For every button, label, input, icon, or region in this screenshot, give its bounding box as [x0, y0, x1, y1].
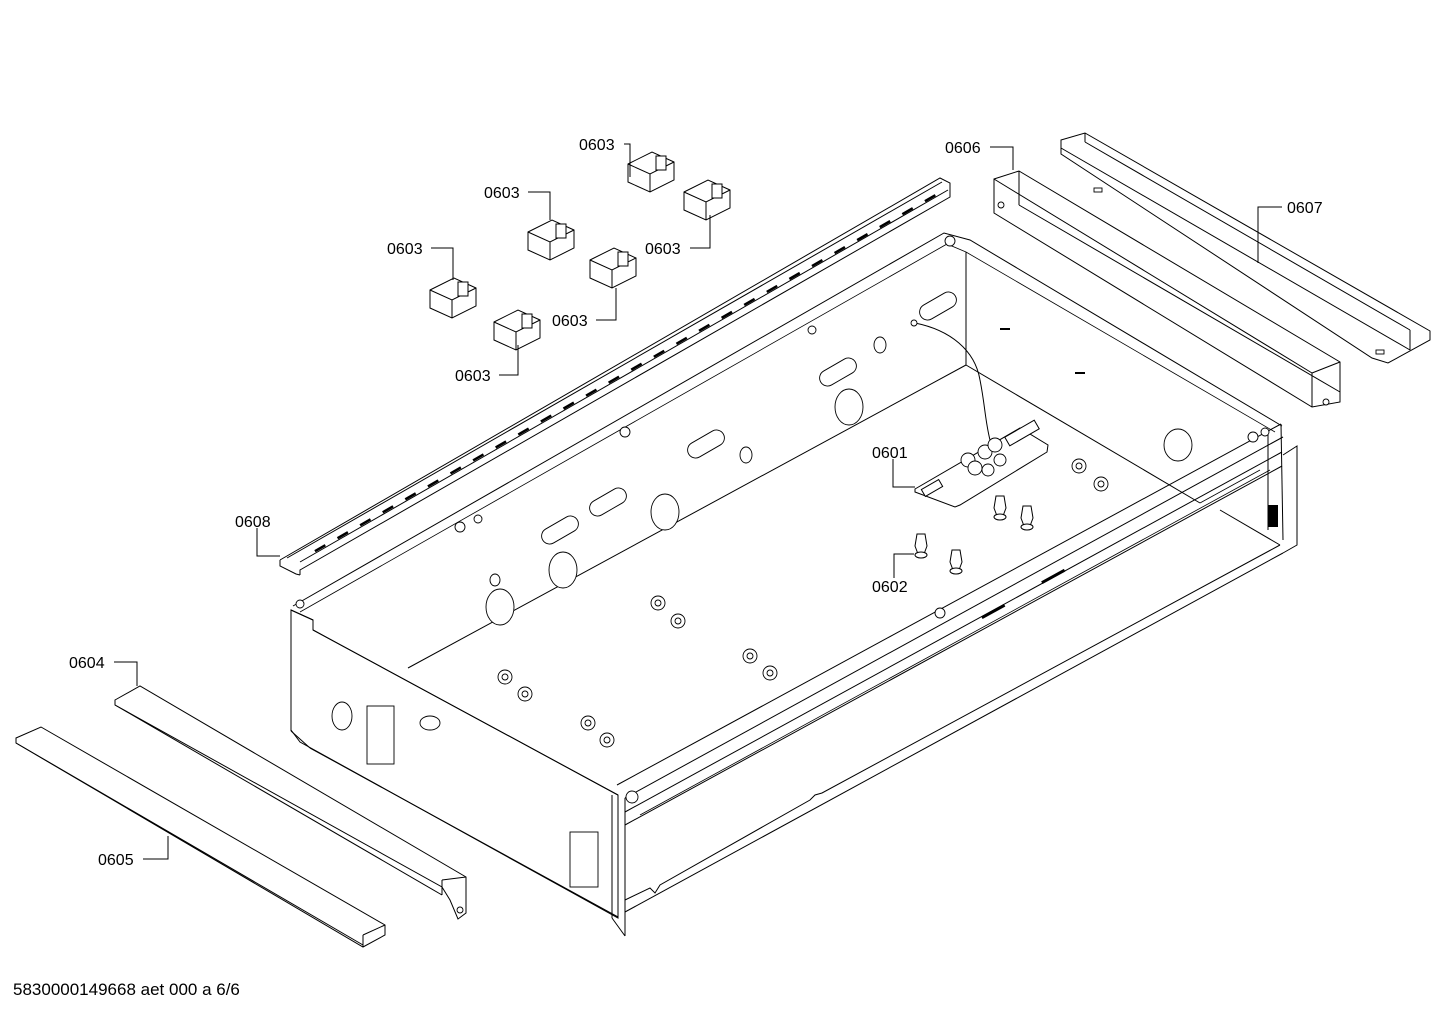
- callout-0603-b: 0603: [484, 185, 520, 202]
- callout-0605: 0605: [98, 852, 134, 869]
- callout-0602: 0602: [872, 579, 908, 596]
- callout-0603-f: 0603: [455, 368, 491, 385]
- part-0603-clips: [429, 151, 731, 351]
- document-id: 5830000149668 aet 000 a 6/6: [13, 980, 240, 999]
- part-0605-bar: [15, 726, 386, 948]
- callouts: 0603 0603 0603 0603 0603 0603 0606 0607 …: [69, 137, 1323, 869]
- part-0604-bar: [114, 685, 467, 920]
- callout-0604: 0604: [69, 655, 105, 672]
- housing-chassis: [290, 232, 1298, 937]
- callout-0608: 0608: [235, 514, 271, 531]
- callout-0603-c: 0603: [645, 241, 681, 258]
- part-0601-pcb: [910, 319, 1049, 508]
- part-0602-rivets: [914, 495, 1034, 575]
- housing-holes: [295, 235, 1278, 888]
- callout-0603-d: 0603: [387, 241, 423, 258]
- callout-0603-e: 0603: [552, 313, 588, 330]
- callout-0606: 0606: [945, 140, 981, 157]
- part-0606-bar: [993, 170, 1341, 408]
- callout-0603-a: 0603: [579, 137, 615, 154]
- part-0607-bar: [1060, 132, 1431, 364]
- callout-0607: 0607: [1287, 200, 1323, 217]
- callout-0601: 0601: [872, 445, 908, 462]
- part-0608-rail: [279, 177, 951, 576]
